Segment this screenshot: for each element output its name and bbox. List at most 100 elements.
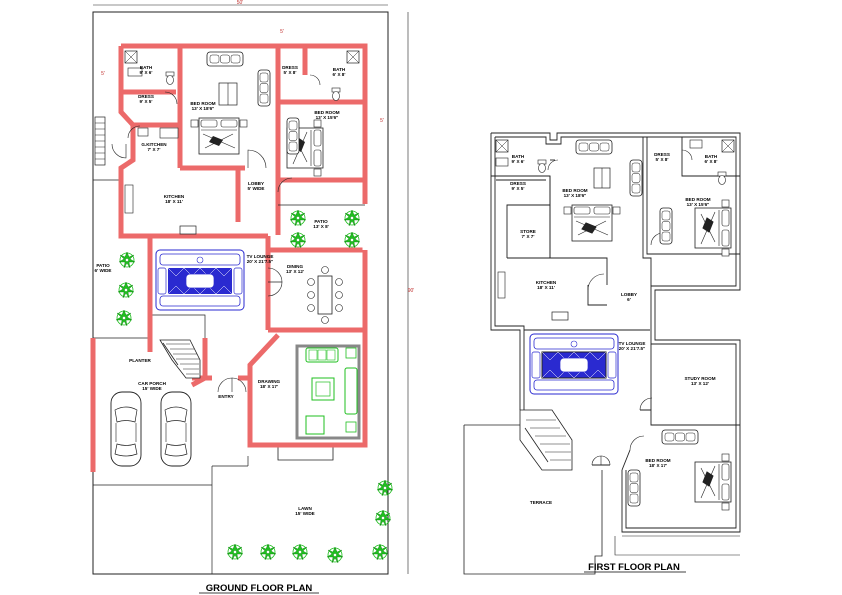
first-bath1-name: BATH	[512, 154, 525, 159]
ground-dress1-name: DRESS	[138, 94, 154, 99]
ground-lobby-name: LOBBY	[248, 181, 264, 186]
first-bed1-sofa-side	[629, 159, 643, 197]
ground-dining-size: 13' X 12'	[286, 269, 304, 274]
ground-bath1-toilet	[165, 71, 175, 85]
first-bath1-shower	[495, 139, 509, 153]
first-stairs	[519, 409, 573, 471]
ground-bath1-name: BATH	[140, 65, 153, 70]
first-dress1-name: DRESS	[510, 181, 526, 186]
ground-gkitchen-size: 7' X 7'	[148, 147, 161, 152]
ground-bed1-bed	[190, 117, 248, 155]
ground-bath2-size: 6' X 8'	[333, 72, 346, 77]
ground-bath2-name: BATH	[333, 67, 346, 72]
first-bath1-toilet	[537, 159, 547, 173]
first-bed3-size: 18' X 17'	[649, 463, 667, 468]
ground-carporch-name: CAR PORCH	[138, 381, 167, 386]
ground-bed1-sofa	[206, 51, 244, 67]
ground-dim-setback-right: 5'	[380, 118, 384, 124]
ground-dim-depth: 90'	[408, 288, 415, 294]
ground-entry-name: ENTRY	[218, 394, 233, 399]
first-tvlounge-size: 20' X 21'7.5"	[619, 346, 646, 351]
ground-bath1-shower	[124, 50, 138, 64]
ground-dress2-name: DRESS	[282, 65, 298, 70]
ground-gkitchen-name: G.KITCHEN	[141, 142, 167, 147]
ground-kitchen-size: 18' X 11'	[165, 199, 183, 204]
ground-kitchen-name: KITCHEN	[164, 194, 185, 199]
ground-bed1-sofa-side	[257, 69, 271, 107]
first-walls	[490, 132, 741, 533]
ground-planter-name: PLANTER	[129, 358, 151, 363]
ground-tvlounge-size: 20' X 21'7.5"	[247, 259, 274, 264]
first-terrace-outline	[463, 425, 603, 575]
ground-dim-setback-left: 5'	[101, 71, 105, 77]
first-bath2-shower	[721, 139, 735, 153]
ground-lawn-name: LAWN	[298, 506, 312, 511]
first-tvlounge-name: TV LOUNGE	[619, 341, 646, 346]
first-terrace-name: TERRACE	[530, 500, 552, 505]
first-floor-plan	[463, 132, 741, 575]
ground-drawing-furniture	[295, 344, 361, 440]
first-bed3-sofa-side	[627, 469, 641, 507]
ground-dining-table	[307, 266, 343, 324]
ground-floor-plan: 50' 90' 5' 5' 5'	[90, 0, 415, 594]
ground-lawn-size: 15' WIDE	[295, 511, 314, 516]
first-kitchen-name: KITCHEN	[536, 280, 557, 285]
first-bed2-sofa	[659, 207, 673, 245]
ground-door-swings	[111, 74, 321, 393]
first-lobby-name: LOBBY	[621, 292, 637, 297]
ground-dress2-size: 5' X 8'	[284, 70, 297, 75]
first-bed2-size: 13' X 15'6"	[687, 202, 710, 207]
ground-plot-boundary	[92, 11, 389, 575]
ground-car-1	[110, 391, 142, 467]
first-dress2-name: DRESS	[654, 152, 670, 157]
first-dress1-size: 9' X 5'	[512, 186, 525, 191]
ground-bed1-size: 13' X 18'6"	[192, 106, 215, 111]
first-room-labels: BATH 9' X 6' DRESS 9' X 5' BED ROOM 13' …	[510, 152, 718, 505]
first-study-size: 13' X 12'	[691, 381, 709, 386]
first-store-size: 7' X 7'	[522, 234, 535, 239]
first-bath1-size: 9' X 6'	[512, 159, 525, 164]
first-bed1-bed	[563, 204, 621, 242]
ground-bath2-shower	[346, 50, 360, 64]
ground-room-labels: BATH 9' X 6' DRESS 9' X 5' BED ROOM 13' …	[95, 65, 346, 516]
ground-dim-top: 5'	[280, 29, 284, 35]
ground-bed1-name: BED ROOM	[190, 101, 215, 106]
ground-drawing-size: 18' X 17'	[260, 384, 278, 389]
first-bed3-name: BED ROOM	[645, 458, 670, 463]
first-bed1-name: BED ROOM	[562, 188, 587, 193]
first-study-name: STUDY ROOM	[684, 376, 715, 381]
first-bath2-toilet	[717, 171, 727, 185]
ground-dress1-size: 9' X 5'	[140, 99, 153, 104]
ground-floor-title: GROUND FLOOR PLAN	[206, 583, 313, 594]
ground-patio-size: 13' X 8'	[313, 224, 328, 229]
ground-bed2-sofa	[286, 117, 300, 155]
ground-main-stairs	[159, 339, 201, 379]
first-bed3-sofa	[661, 429, 699, 445]
ground-bath1-size: 9' X 6'	[140, 70, 153, 75]
ground-patio-name: PATIO	[314, 219, 328, 224]
ground-tv-lounge-furniture	[155, 249, 245, 311]
ground-dining-name: DINING	[287, 264, 304, 269]
first-dress2-size: 5' X 8'	[656, 157, 669, 162]
ground-side-steps	[94, 116, 106, 166]
first-floor-title: FIRST FLOOR PLAN	[588, 562, 680, 573]
first-bed2-name: BED ROOM	[685, 197, 710, 202]
first-lobby-size: 6'	[627, 297, 631, 302]
ground-patio-side-name: PATIO	[96, 263, 110, 268]
ground-patio-side-size: 6' WIDE	[95, 268, 112, 273]
ground-walls	[90, 43, 368, 472]
ground-dim-width: 50'	[237, 0, 244, 6]
first-tv-lounge-furniture	[529, 333, 619, 395]
first-kitchen-size: 18' X 11'	[537, 285, 555, 290]
ground-car-2	[160, 391, 192, 467]
ground-bath2-toilet	[331, 87, 341, 101]
first-bed1-sofa	[575, 139, 613, 155]
first-bath2-name: BATH	[705, 154, 718, 159]
ground-drawing-name: DRAWING	[258, 379, 281, 384]
first-bed1-size: 13' X 18'6"	[564, 193, 587, 198]
ground-bed2-size: 13' X 15'6"	[316, 115, 339, 120]
ground-carporch-size: 15' WIDE	[142, 386, 161, 391]
ground-lobby-size: 5' WIDE	[248, 186, 265, 191]
ground-bed2-name: BED ROOM	[314, 110, 339, 115]
